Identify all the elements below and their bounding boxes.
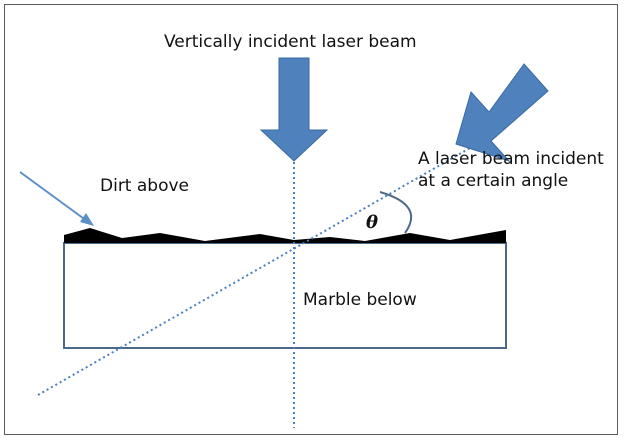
marble-block bbox=[63, 242, 507, 349]
angled-beam-arrow bbox=[455, 63, 549, 163]
vertical-beam-label: Vertically incident laser beam bbox=[164, 32, 417, 52]
angle-theta-label: θ bbox=[366, 212, 378, 233]
vertical-beam-arrow bbox=[259, 57, 329, 162]
dirt-pointer-arrowhead bbox=[80, 213, 94, 226]
marble-label: Marble below bbox=[303, 290, 417, 310]
angle-arc bbox=[379, 191, 413, 234]
dirt-layer bbox=[64, 228, 506, 243]
dirt-pointer-line bbox=[19, 171, 88, 222]
angled-beam-label-line1: A laser beam incident bbox=[418, 149, 604, 169]
dirt-label: Dirt above bbox=[100, 176, 189, 196]
angled-beam-label-line2: at a certain angle bbox=[418, 171, 568, 191]
